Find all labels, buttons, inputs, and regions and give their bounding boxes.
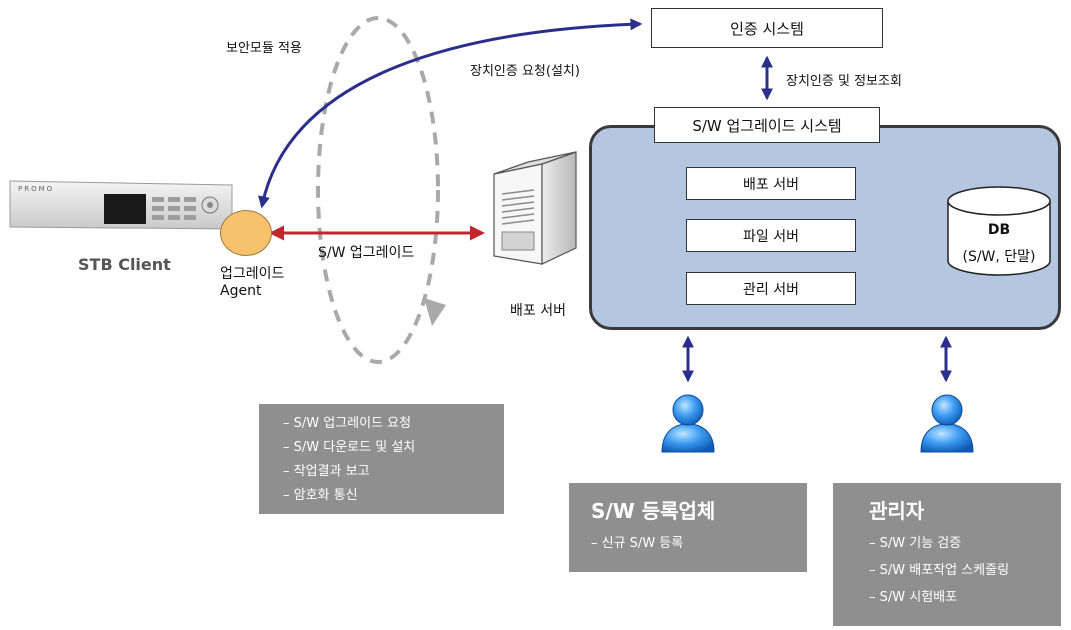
sw-upgrade-system-title: S/W 업그레이드 시스템: [654, 107, 880, 143]
agent-tasks-box: – S/W 업그레이드 요청 – S/W 다운로드 및 설치 – 작업결과 보고…: [259, 404, 504, 514]
security-module-label: 보안모듈 적용: [226, 41, 302, 56]
agent-label-line1: 업그레이드: [220, 266, 285, 282]
distribution-server-caption: 배포 서버: [510, 303, 566, 319]
distribution-server-tower-icon: [493, 151, 577, 265]
agent-label-line2: Agent: [220, 283, 262, 299]
distribution-server-label: 배포 서버: [743, 176, 799, 193]
db-title: DB: [987, 222, 1011, 238]
management-server-label: 관리 서버: [743, 281, 799, 298]
device-auth-request-label: 장치인증 요청(설치): [470, 64, 580, 79]
sw-upgrade-system-label: S/W 업그레이드 시스템: [692, 116, 842, 135]
vendor-box: S/W 등록업체 – 신규 S/W 등록: [569, 483, 807, 572]
admin-item: – S/W 배포작업 스케줄링: [869, 563, 1010, 578]
agent-cycle-arrowhead: [424, 298, 446, 326]
distribution-server-box: 배포 서버: [686, 167, 856, 200]
agent-task-item: – 암호화 통신: [283, 488, 358, 503]
db-cylinder: [947, 186, 1051, 276]
device-auth-info-label: 장치인증 및 정보조회: [786, 74, 902, 89]
file-server-label: 파일 서버: [743, 228, 799, 245]
vendor-title: S/W 등록업체: [591, 499, 716, 523]
admin-item: – S/W 기능 검증: [869, 536, 962, 551]
agent-task-item: – S/W 업그레이드 요청: [283, 416, 412, 431]
admin-person-icon: [920, 394, 974, 453]
device-auth-curve-arrow: [258, 18, 643, 209]
stb-brand-text: PROMO: [18, 185, 55, 193]
stb-device-image: [9, 180, 233, 230]
db-subtitle: (S/W, 단말): [962, 249, 1036, 265]
agent-task-item: – S/W 다운로드 및 설치: [283, 440, 416, 455]
stb-client-label: STB Client: [78, 255, 171, 274]
admin-title: 관리자: [869, 499, 925, 523]
management-server-box: 관리 서버: [686, 272, 856, 305]
file-server-box: 파일 서버: [686, 219, 856, 252]
upgrade-agent-node: [220, 210, 272, 256]
agent-cycle-loop: [316, 16, 440, 364]
sw-upgrade-label: S/W 업그레이드: [318, 245, 415, 261]
admin-item: – S/W 시험배포: [869, 590, 958, 605]
admin-box: 관리자 – S/W 기능 검증 – S/W 배포작업 스케줄링 – S/W 시험…: [833, 483, 1061, 626]
vendor-item: – 신규 S/W 등록: [591, 536, 684, 551]
agent-task-item: – 작업결과 보고: [283, 464, 370, 479]
vendor-person-icon: [661, 394, 715, 453]
auth-system-label: 인증 시스템: [730, 19, 804, 38]
auth-system-box: 인증 시스템: [651, 8, 883, 48]
